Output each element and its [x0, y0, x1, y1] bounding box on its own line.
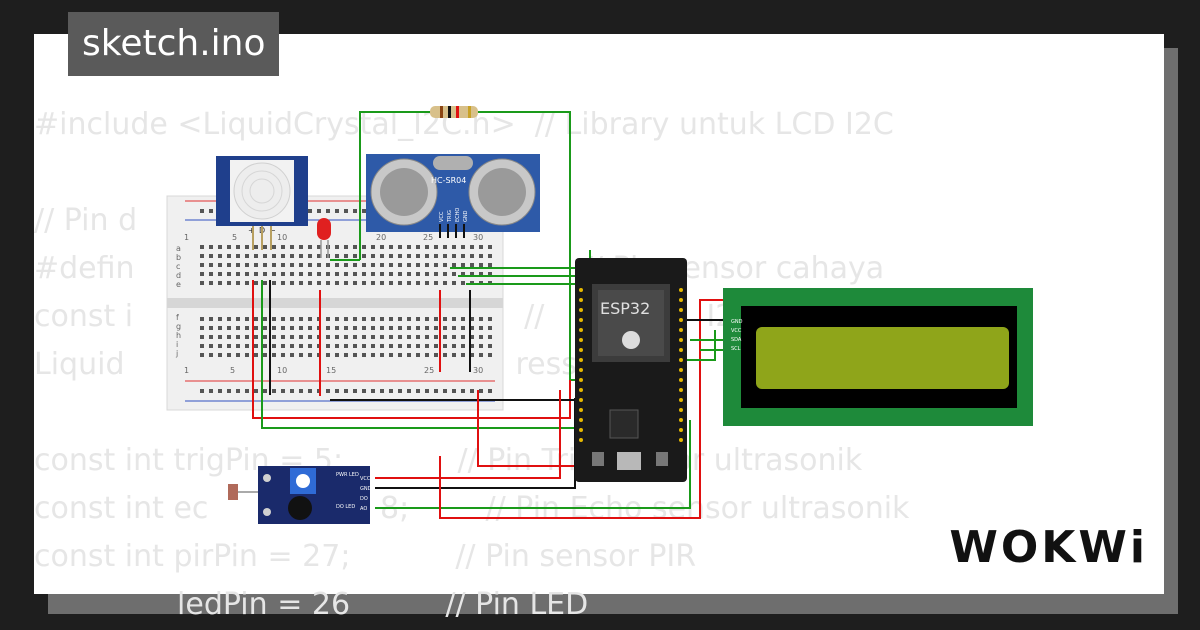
ldr-module: VCC GND DO AO PWR LED DO LED — [228, 466, 372, 524]
lcd-pin-label: SCL — [731, 346, 741, 352]
center-channel — [167, 298, 503, 308]
pir-sensor: + D − — [216, 156, 308, 250]
red-led — [317, 218, 331, 258]
esp32-board: ESP32 — [575, 258, 687, 482]
column-number: 25 — [423, 233, 433, 242]
column-number: 1 — [184, 233, 189, 242]
ultrasonic-pin-label: ECHO — [455, 208, 461, 222]
ldr-pin-label: GND — [360, 486, 372, 492]
code-line: const int ec 8; // Pin Echo sensor ultra… — [34, 491, 910, 526]
wire-red — [375, 390, 561, 479]
sketch-title: sketch.ino — [68, 12, 280, 76]
row-letter: c — [176, 262, 180, 271]
wire-green — [375, 420, 691, 509]
ultrasonic-pin-label: TRIG — [447, 210, 453, 223]
code-line: ledPin = 26 // Pin LED — [34, 587, 589, 622]
wire-green — [680, 330, 716, 361]
ultrasonic-label: HC-SR04 — [431, 176, 466, 185]
code-line: const int pirPin = 27; // Pin sensor PIR — [34, 539, 697, 574]
row-letter: g — [176, 322, 181, 331]
column-number: 15 — [326, 366, 336, 375]
column-number: 20 — [376, 233, 386, 242]
lcd-pin-label: GND — [731, 319, 743, 325]
row-letter: j — [175, 349, 178, 358]
ldr-pin-label: AO — [360, 506, 367, 512]
column-number: 10 — [277, 366, 287, 375]
column-number: 10 — [277, 233, 287, 242]
column-number: 25 — [424, 366, 434, 375]
row-letter: i — [176, 340, 178, 349]
ultrasonic-sensor: HC-SR04 VCC TRIG ECHO GND — [366, 154, 540, 238]
row-letter: a — [176, 244, 181, 253]
lcd-pin-label: VCC — [731, 328, 742, 334]
pir-pin-label: − — [269, 226, 276, 235]
ultrasonic-pin-label: GND — [463, 210, 469, 222]
column-number: 5 — [232, 233, 237, 242]
resistor — [430, 106, 478, 118]
ldr-led-label: PWR LED — [336, 472, 359, 478]
row-letter: d — [176, 271, 181, 280]
column-number: 30 — [473, 233, 483, 242]
code-line: // Pin d — [34, 203, 138, 238]
wokwi-logo: WOKWi — [949, 522, 1148, 573]
row-letter: e — [176, 280, 181, 289]
lcd-display: GND VCC SDA SCL — [723, 288, 1033, 426]
terminal-strip-top — [195, 244, 495, 290]
esp32-label: ESP32 — [600, 299, 650, 318]
power-rail-bottom — [195, 384, 495, 398]
ldr-pin-label: DO — [360, 496, 368, 502]
terminal-strip-bottom — [195, 313, 495, 359]
ldr-led-label: DO LED — [336, 504, 355, 510]
lcd-pin-label: SDA — [731, 337, 742, 343]
column-number: 1 — [184, 366, 189, 375]
row-letter: h — [176, 331, 181, 340]
column-number: 5 — [230, 366, 235, 375]
column-number: 30 — [473, 366, 483, 375]
wire-green — [359, 111, 430, 260]
ldr-pin-label: VCC — [360, 476, 371, 482]
row-letter: f — [176, 313, 179, 322]
wire-black — [375, 398, 576, 489]
pir-pin-label: + — [248, 226, 255, 235]
row-letter: b — [176, 253, 181, 262]
ultrasonic-pin-label: VCC — [439, 211, 445, 222]
